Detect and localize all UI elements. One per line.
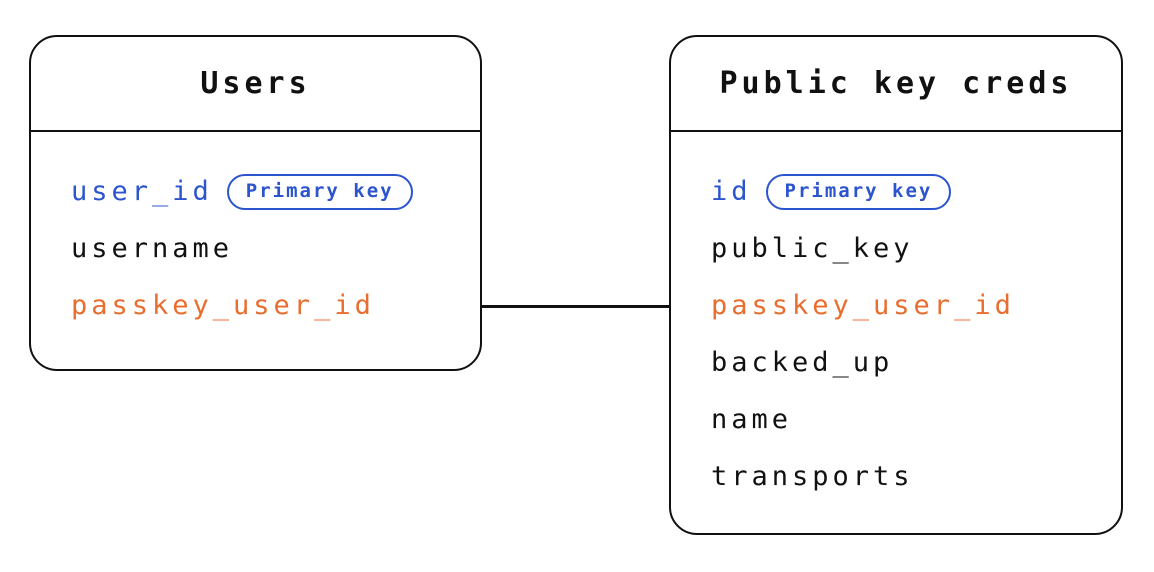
field-name-user-id: user_id [71, 176, 213, 207]
field-name-name: name [711, 404, 793, 435]
table-public-key-creds-body: id Primary key public_key passkey_user_i… [671, 132, 1121, 505]
field-name-passkey-user-id: passkey_user_id [711, 290, 1015, 321]
table-users-body: user_id Primary key username passkey_use… [31, 132, 480, 334]
field-name-id: id [711, 176, 752, 207]
field-name-public-key: public_key [711, 233, 914, 264]
field-row-passkey-user-id: passkey_user_id [711, 277, 1101, 334]
primary-key-badge: Primary key [765, 173, 952, 210]
field-name-transports: transports [711, 461, 914, 492]
field-row-backed-up: backed_up [711, 334, 1101, 391]
table-users: Users user_id Primary key username passk… [29, 35, 482, 371]
table-public-key-creds: Public key creds id Primary key public_k… [669, 35, 1123, 535]
field-row-user-id: user_id Primary key [71, 163, 460, 220]
field-row-name: name [711, 391, 1101, 448]
field-row-passkey-user-id: passkey_user_id [71, 277, 460, 334]
primary-key-badge: Primary key [226, 173, 413, 210]
table-users-header: Users [31, 37, 480, 132]
field-row-username: username [71, 220, 460, 277]
table-public-key-creds-header: Public key creds [671, 37, 1121, 132]
field-row-id: id Primary key [711, 163, 1101, 220]
field-row-transports: transports [711, 448, 1101, 505]
table-users-title: Users [200, 66, 311, 101]
table-public-key-creds-title: Public key creds [719, 66, 1073, 101]
field-name-username: username [71, 233, 234, 264]
field-name-backed-up: backed_up [711, 347, 894, 378]
relationship-line [482, 305, 670, 308]
field-name-passkey-user-id: passkey_user_id [71, 290, 375, 321]
field-row-public-key: public_key [711, 220, 1101, 277]
